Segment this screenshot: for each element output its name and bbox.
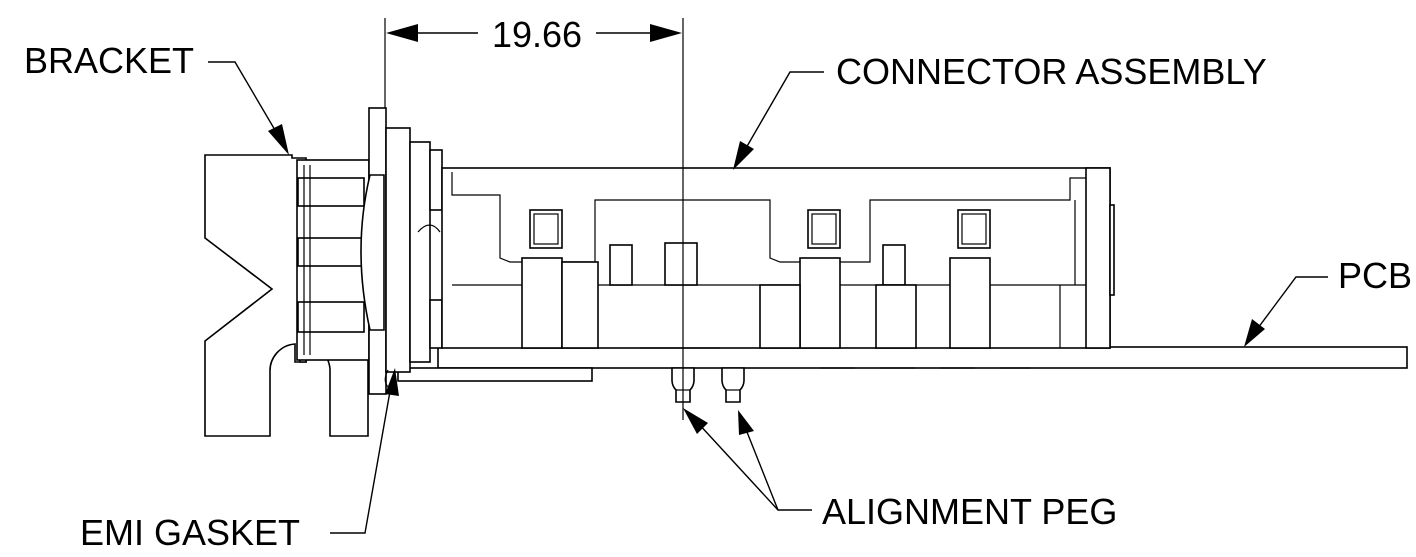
dimension-arrow-right	[650, 24, 682, 42]
dimension-19-66: 19.66	[384, 14, 684, 420]
callout-connector-assembly: CONNECTOR ASSEMBLY	[733, 51, 1267, 170]
alignment-peg-label: ALIGNMENT PEG	[822, 491, 1117, 532]
pcb-board	[397, 346, 1408, 382]
pcb-label: PCB	[1338, 255, 1412, 296]
callout-emi-gasket: EMI GASKET	[80, 368, 399, 553]
connector-assembly-part	[441, 167, 1115, 349]
bracket-label: BRACKET	[24, 40, 194, 81]
dimension-value: 19.66	[492, 14, 582, 55]
alignment-peg-part	[671, 367, 745, 403]
callout-alignment-peg: ALIGNMENT PEG	[683, 408, 1117, 532]
dimension-arrow-left	[386, 24, 418, 42]
emi-gasket-label: EMI GASKET	[80, 512, 300, 553]
emi-gasket-part	[360, 107, 443, 395]
connector-assembly-label: CONNECTOR ASSEMBLY	[836, 51, 1267, 92]
callout-bracket: BRACKET	[24, 40, 289, 155]
bracket-part	[204, 154, 370, 437]
callout-pcb: PCB	[1244, 255, 1412, 347]
